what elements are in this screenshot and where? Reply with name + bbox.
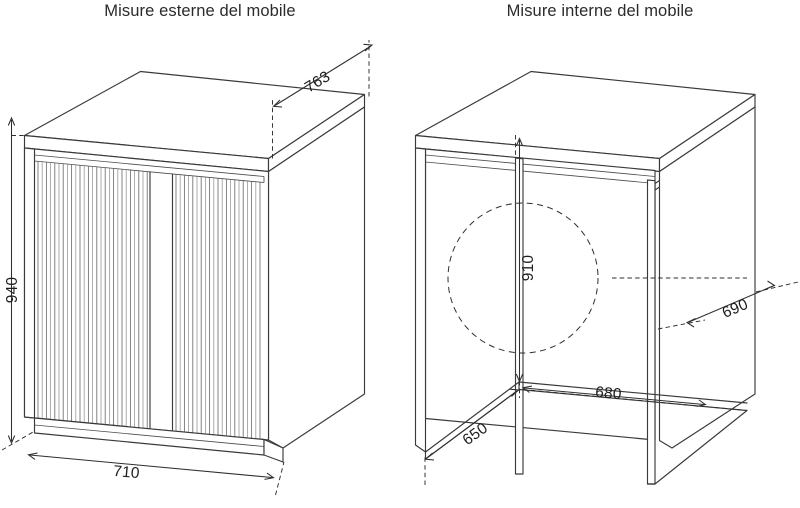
dimension-width-710: 710 — [27, 452, 285, 496]
dimension-label-680: 680 — [594, 384, 622, 403]
external-cabinet-drawing: 940 710 763 — [1, 40, 374, 496]
door-right-slats[interactable] — [175, 174, 261, 440]
door-left-slats[interactable] — [37, 161, 148, 429]
panel-internal-measures: Misure interne del mobile — [400, 0, 800, 508]
dimension-label-910: 910 — [520, 255, 537, 282]
internal-cabinet-drawing: 910 680 650 — [414, 70, 799, 485]
cabinet-top-panel — [23, 70, 366, 173]
cabinet-body — [23, 106, 366, 449]
dimension-label-940: 940 — [4, 277, 21, 304]
panel-external-measures: Misure esterne del mobile — [1, 2, 374, 496]
hidden-edges — [522, 277, 748, 411]
cabinet-left-stile — [23, 147, 36, 419]
door-divider-panel — [149, 171, 174, 432]
carcass-top-panel — [414, 70, 756, 173]
tambour-slat-doors[interactable] — [37, 161, 261, 440]
clearance-circle — [447, 202, 599, 354]
carcass-right-stile — [646, 179, 656, 485]
panel-internal-title: Misure interne del mobile — [506, 2, 694, 20]
panel-external-title: Misure esterne del mobile — [104, 2, 296, 20]
dimension-height-940: 940 — [1, 116, 35, 451]
cabinet-top-rail — [34, 154, 265, 183]
carcass-outer-right-face — [658, 106, 756, 449]
carcass-left-side-panel — [414, 147, 427, 453]
cabinet-plinth — [33, 417, 284, 463]
dimension-label-710: 710 — [112, 463, 140, 482]
